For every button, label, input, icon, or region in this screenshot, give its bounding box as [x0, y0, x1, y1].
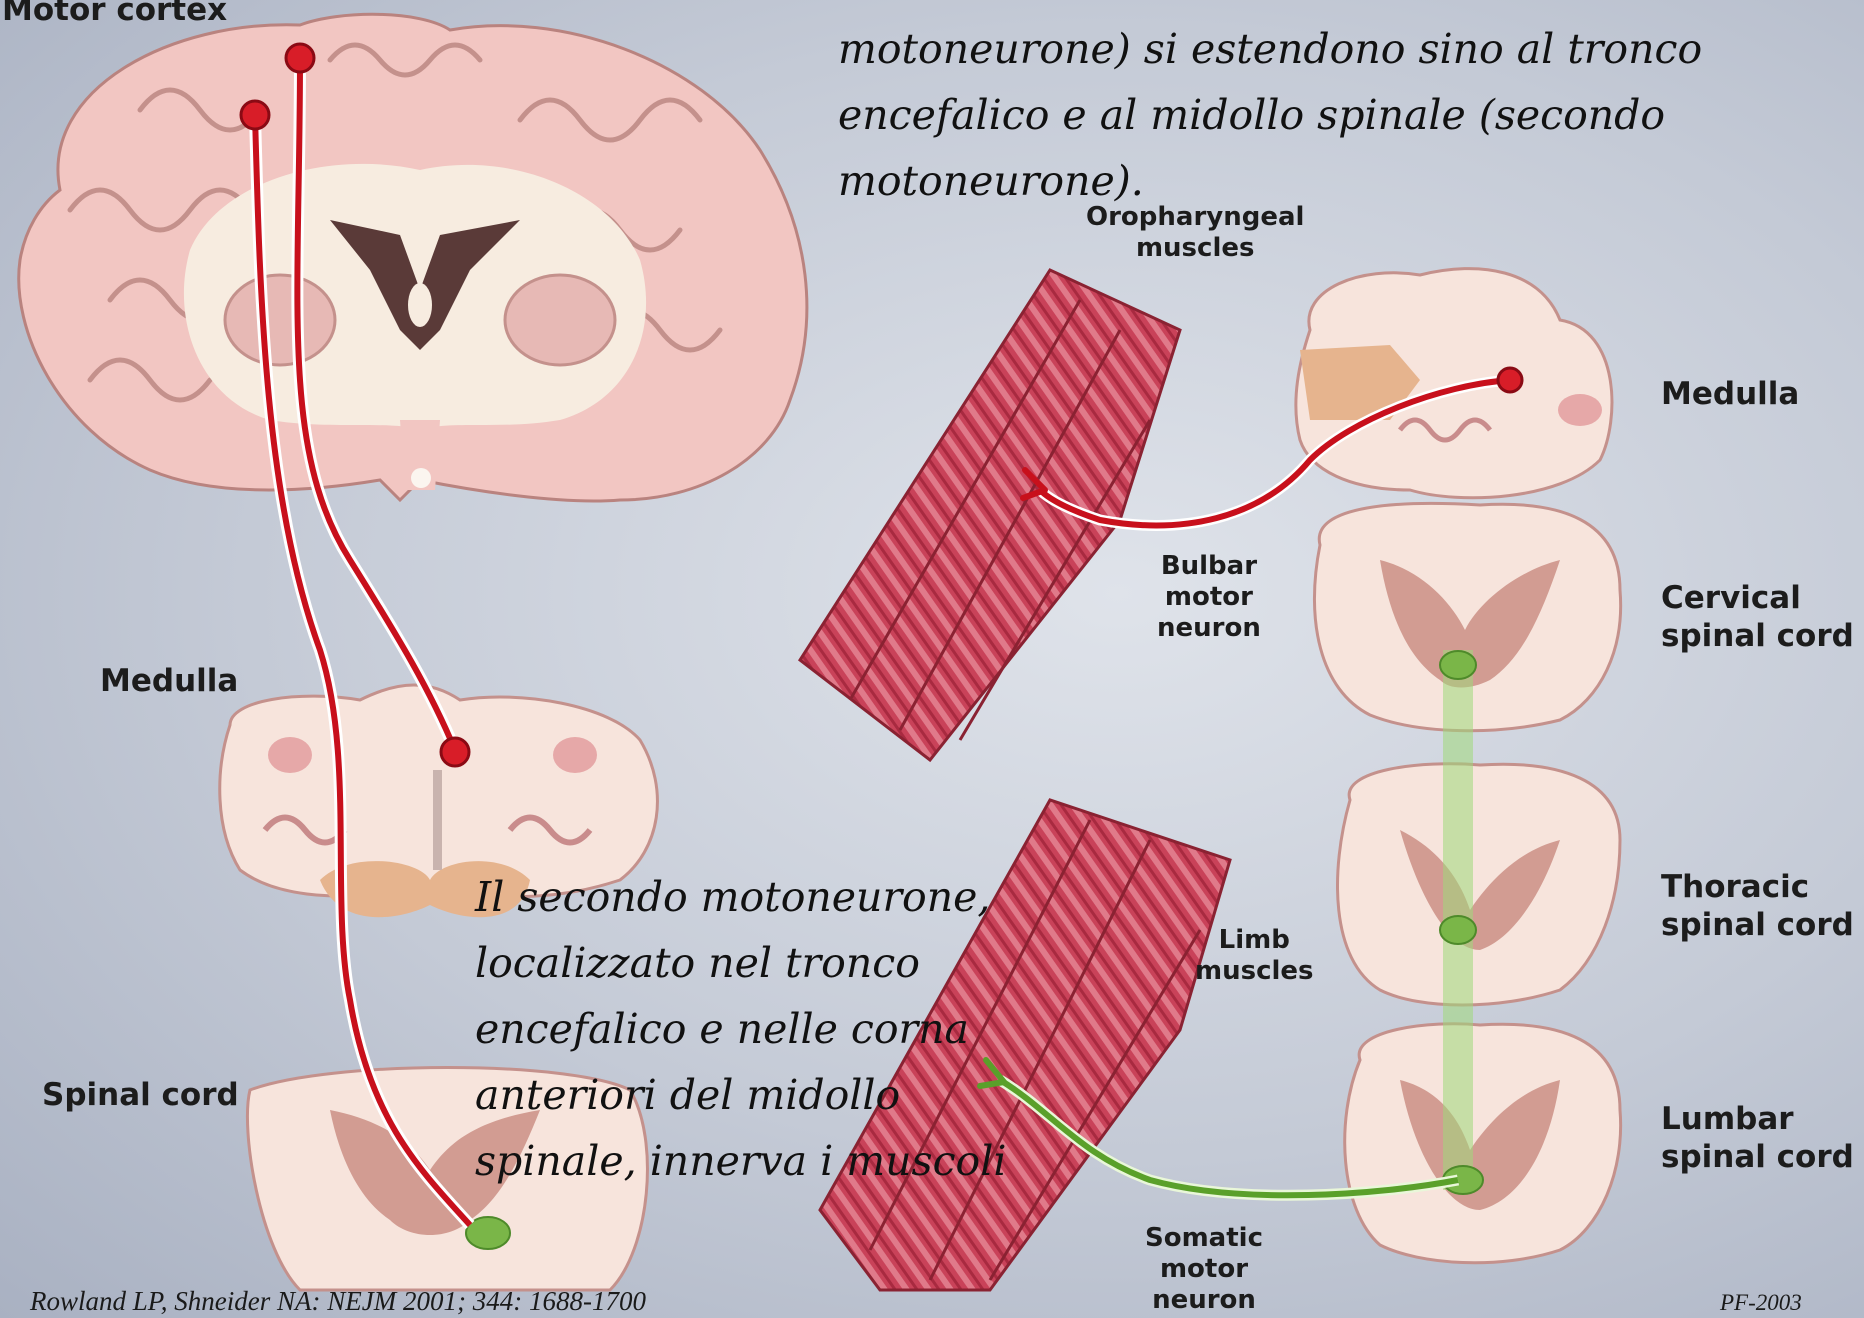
- footer-code: PF-2003: [1720, 1290, 1802, 1316]
- label-somatic-motor-neuron: Somatic motor neuron: [1145, 1223, 1263, 1316]
- thoracic-spinal-cord-section: [1338, 764, 1620, 1005]
- label-medulla-left: Medulla: [100, 663, 238, 699]
- oropharyngeal-muscle-bundle: [800, 270, 1180, 760]
- note-lower-motor-neuron: Il secondo motoneurone, localizzato nel …: [475, 864, 1006, 1194]
- lumbar-spinal-cord-section: [1345, 1024, 1621, 1263]
- label-motor-cortex: Motor cortex: [2, 0, 227, 28]
- label-medulla-right: Medulla: [1661, 375, 1799, 413]
- label-cervical-spinal-cord: Cervical spinal cord: [1661, 579, 1854, 655]
- label-limb-muscles: Limb muscles: [1195, 925, 1314, 987]
- note-upper-motor-neuron: motoneurone) si estendono sino al tronco…: [838, 16, 1702, 214]
- label-lumbar-spinal-cord: Lumbar spinal cord: [1661, 1100, 1854, 1176]
- label-bulbar-motor-neuron: Bulbar motor neuron: [1157, 551, 1261, 644]
- citation: Rowland LP, Shneider NA: NEJM 2001; 344:…: [30, 1286, 646, 1317]
- label-thoracic-spinal-cord: Thoracic spinal cord: [1661, 868, 1854, 944]
- label-spinal-cord-left: Spinal cord: [42, 1077, 239, 1113]
- brain-coronal-section: [19, 14, 807, 501]
- medulla-section-right: [1296, 269, 1612, 498]
